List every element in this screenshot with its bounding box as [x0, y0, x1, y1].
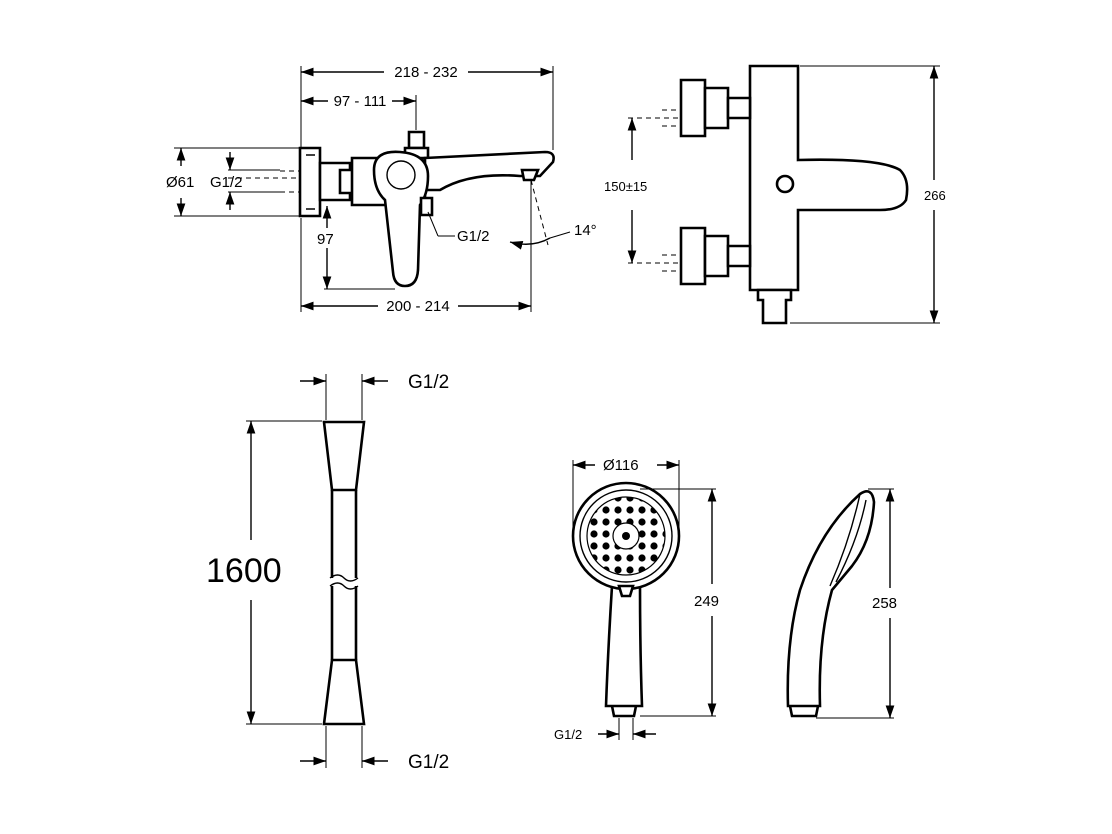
spout-angle-label: 14°	[574, 222, 597, 239]
hand-shower-side-view: 258	[786, 488, 897, 719]
wall-to-axis-label: 97 - 111	[334, 93, 387, 110]
hose-length-label: 1600	[206, 552, 282, 590]
head-diameter-label: Ø116	[603, 457, 639, 474]
outlet-thread-label: G1/2	[457, 228, 490, 245]
rosette-diameter-label: Ø61	[166, 174, 194, 191]
hose-bottom-thread-label: G1/2	[408, 752, 449, 773]
side-length-label: 258	[872, 595, 897, 612]
front-length-label: 249	[694, 593, 719, 610]
shower-hose: G1/2 G1/2 1600	[206, 372, 449, 773]
overall-width-label: 218 - 232	[394, 64, 457, 81]
spout-length-label: 200 - 214	[386, 298, 449, 315]
mixer-side-view: 218 - 232 97 - 111 Ø61 G1/2 97 G1/2 14°	[166, 64, 597, 315]
inlet-thread-label: G1/2	[210, 174, 243, 191]
axis-height-label: 97	[317, 231, 334, 248]
hand-shower-front-view: Ø116 249 G1/2	[554, 457, 719, 742]
mixer-front-view: 150±15 266	[604, 64, 946, 325]
inlet-spacing-label: 150±15	[604, 179, 647, 194]
hose-top-thread-label: G1/2	[408, 372, 449, 393]
mixer-height-label: 266	[924, 188, 946, 203]
hand-shower-thread-label: G1/2	[554, 727, 582, 742]
